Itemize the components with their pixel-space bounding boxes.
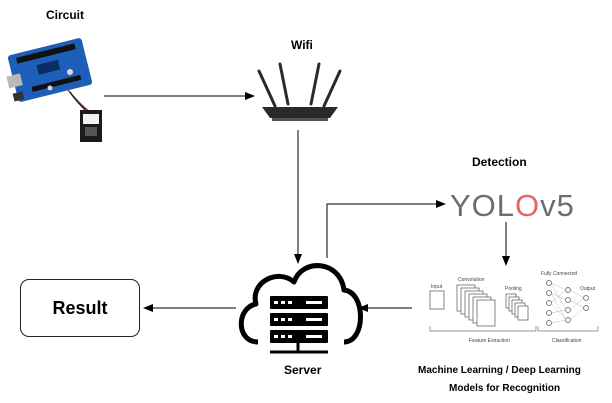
yolov5-logo: YOLOv5 xyxy=(450,188,575,224)
cnn-input-label: Input xyxy=(431,284,443,290)
result-box: Result xyxy=(20,279,140,337)
cnn-feature-extraction-label: Feature Extraction xyxy=(469,338,510,344)
yolo-prefix: YOL xyxy=(450,188,516,223)
cloud-server-icon xyxy=(238,263,363,354)
yolo-suffix: v5 xyxy=(540,188,575,223)
detection-label: Detection xyxy=(472,155,527,169)
cnn-output-label: Output xyxy=(580,286,596,292)
result-label: Result xyxy=(52,297,108,318)
cnn-pooling-label: Pooling xyxy=(505,286,522,292)
arrow-server-to-yolo xyxy=(326,200,446,258)
cnn-classification-label: Classification xyxy=(552,338,582,344)
cnn-fully-connected-label: Fully Connected xyxy=(541,271,577,277)
ml-label-line2: Models for Recognition xyxy=(449,383,561,394)
wifi-router-icon xyxy=(257,62,342,121)
circuit-label: Circuit xyxy=(46,8,85,22)
yolo-o-accent: O xyxy=(515,188,541,223)
ml-label-line1: Machine Learning / Deep Learning xyxy=(418,365,581,376)
wires-icon xyxy=(67,89,91,114)
arduino-board-icon xyxy=(6,38,93,102)
wifi-label: Wifi xyxy=(291,38,313,52)
cnn-convolution-label: Convolution xyxy=(458,277,485,283)
cnn-diagram-icon xyxy=(429,280,599,332)
server-label: Server xyxy=(284,363,322,377)
sensor-module-icon xyxy=(80,110,102,142)
connector-arrows xyxy=(104,92,510,312)
